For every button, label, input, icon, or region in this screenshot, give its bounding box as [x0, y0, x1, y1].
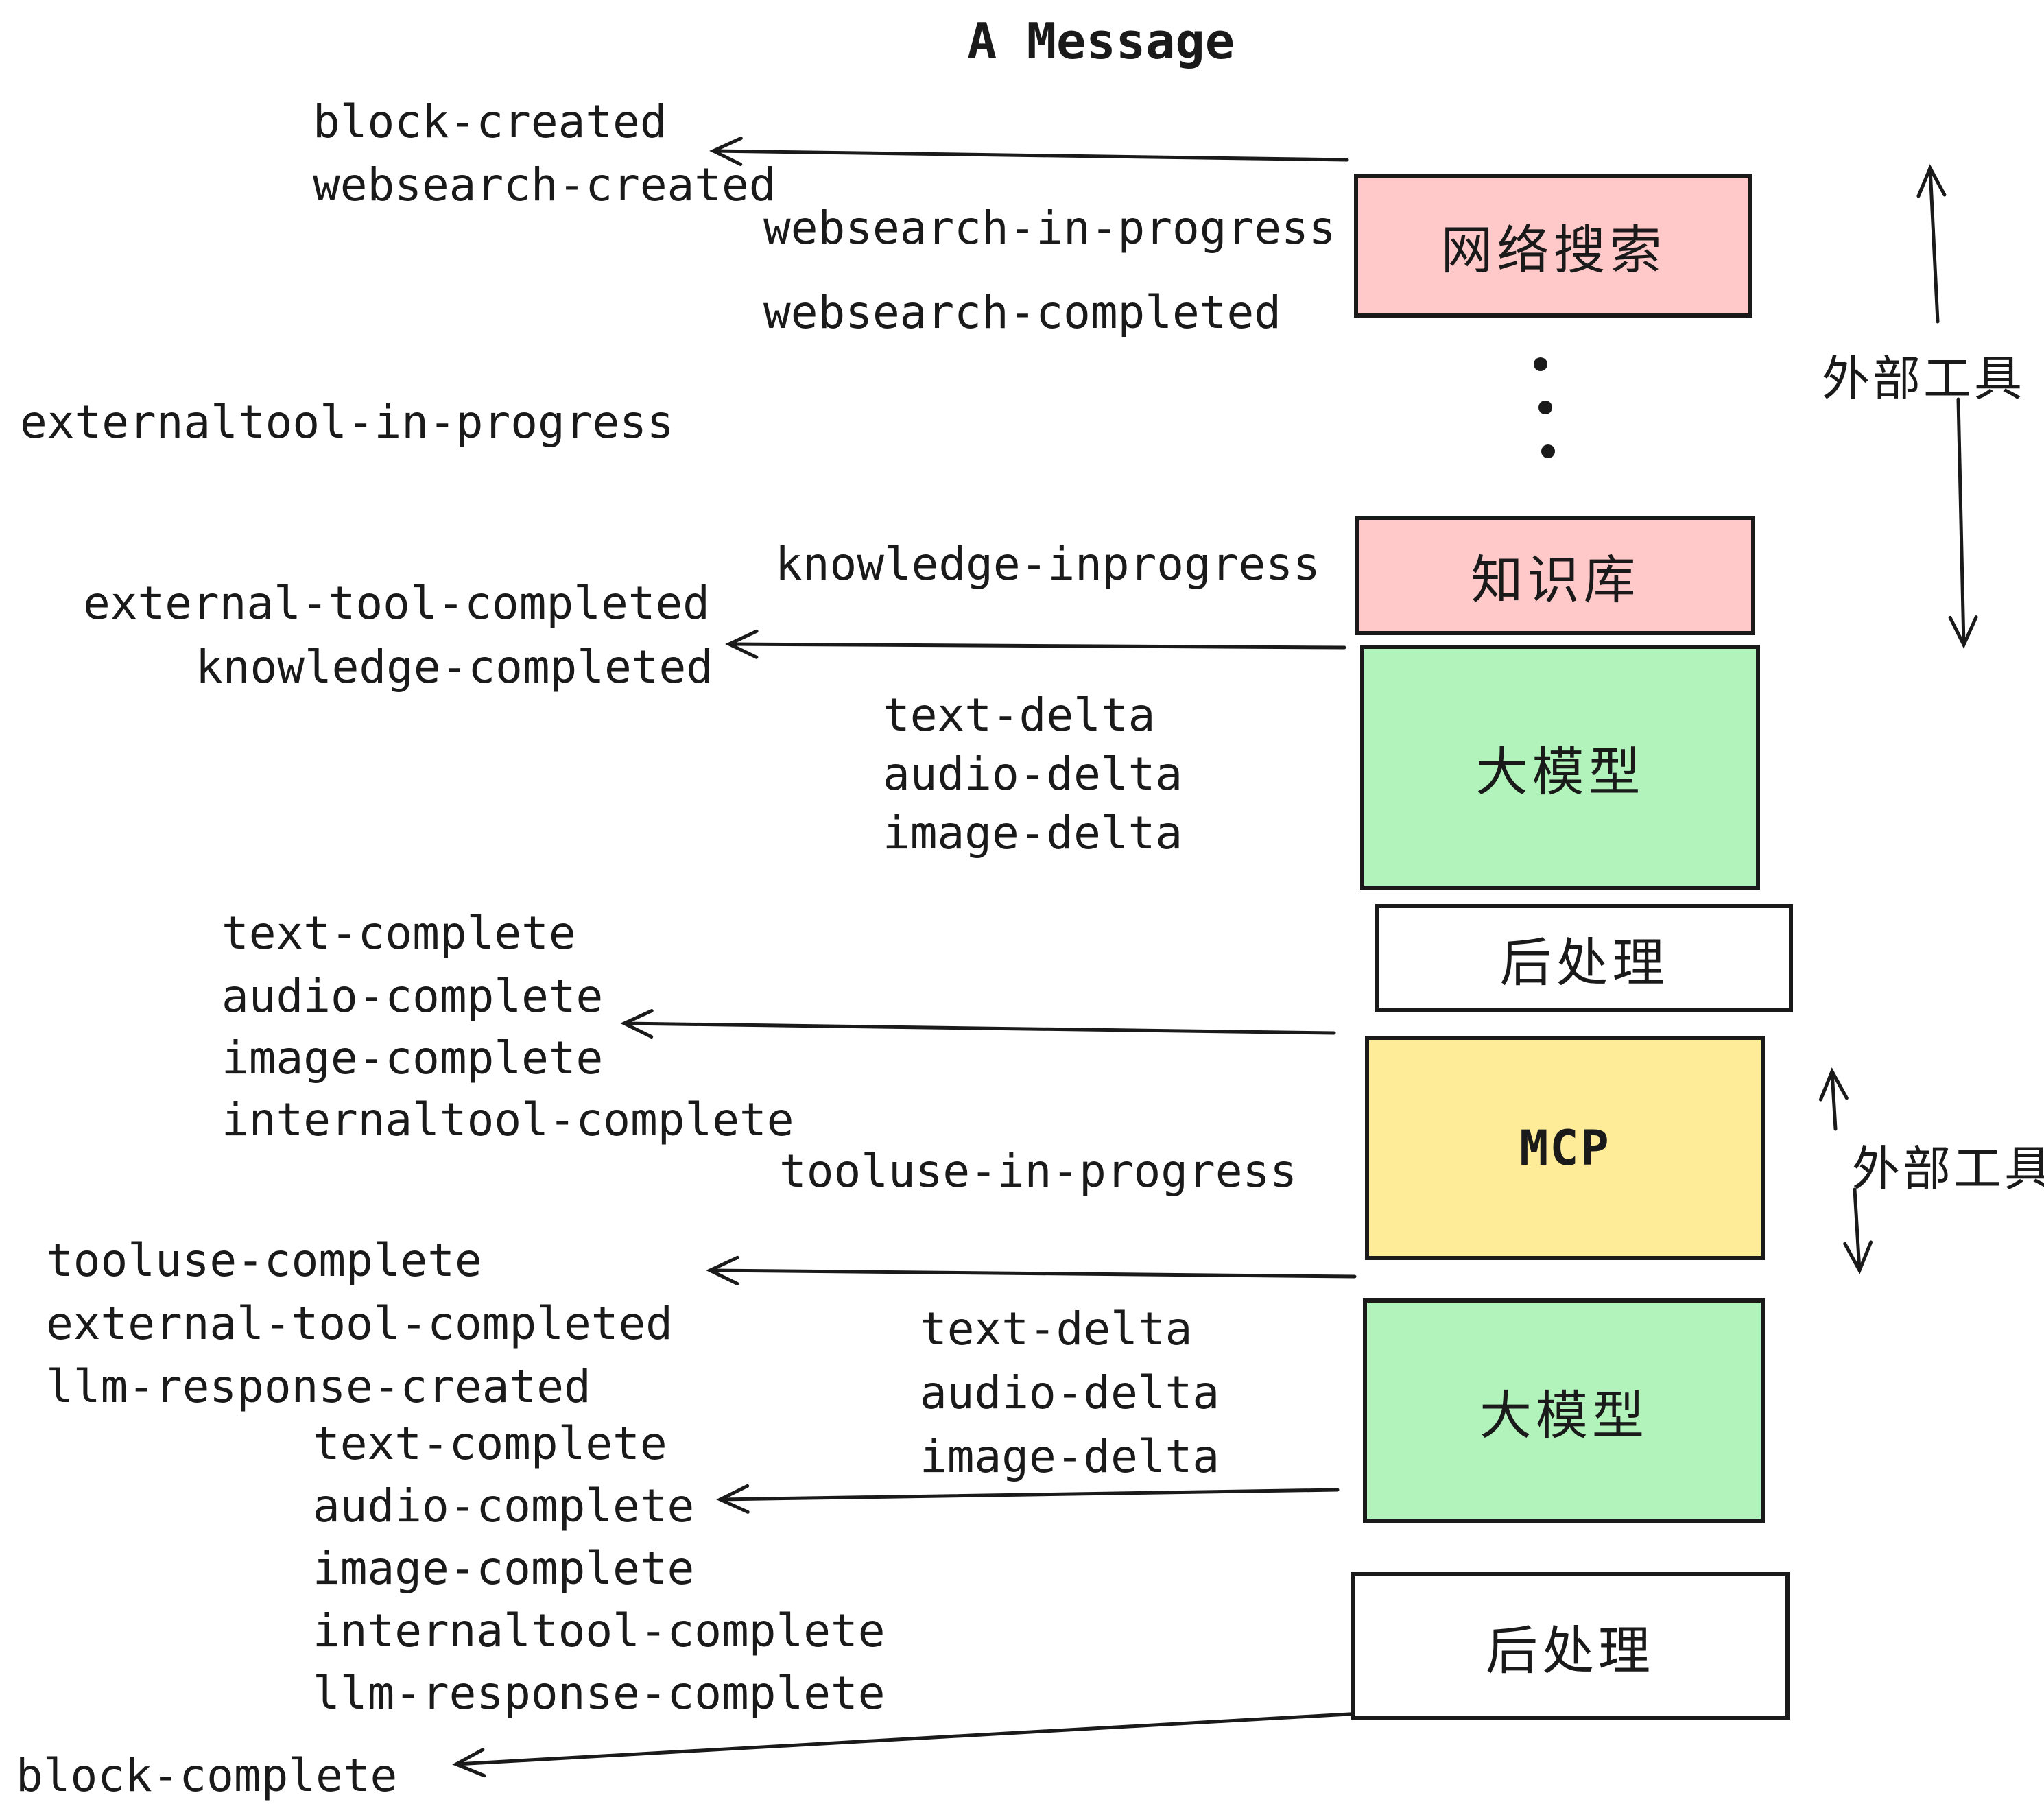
event-label-external-tool-completed-2: external-tool-completed [46, 1297, 673, 1350]
event-label-image-delta-1: image-delta [883, 807, 1183, 859]
event-label-websearch-in-progress: websearch-in-progress [763, 202, 1336, 254]
vertical-ellipsis-icon [1538, 401, 1552, 414]
vertical-ellipsis-icon [1534, 357, 1547, 371]
event-label-external-tool-completed: external-tool-completed [83, 577, 710, 630]
node-post-processing-2-label: 后处理 [1486, 1622, 1654, 1681]
arrow-to-image-complete [620, 1009, 1336, 1039]
event-label-websearch-completed: websearch-completed [763, 286, 1281, 339]
event-label-block-created: block-created [313, 95, 667, 148]
node-knowledge-label: 知识库 [1471, 551, 1640, 610]
node-knowledge: 知识库 [1355, 516, 1755, 635]
event-label-text-complete-1: text-complete [222, 907, 576, 960]
event-label-knowledge-completed: knowledge-completed [195, 641, 713, 693]
vertical-ellipsis-icon [1541, 444, 1555, 458]
event-label-image-complete-2: image-complete [313, 1542, 695, 1595]
node-llm-1-label: 大模型 [1475, 743, 1645, 802]
arrow-to-audio-complete [716, 1484, 1340, 1514]
node-post-processing-2: 后处理 [1351, 1572, 1790, 1720]
external-tools-top-down-arrow [1948, 397, 1978, 649]
node-websearch-label: 网络搜索 [1440, 222, 1666, 280]
arrow-to-block-created [709, 137, 1349, 167]
event-label-internaltool-complete-1: internaltool-complete [222, 1093, 794, 1146]
node-post-processing-1: 后处理 [1375, 904, 1793, 1012]
arrow-to-tooluse-complete [706, 1255, 1357, 1285]
event-label-llm-response-complete: llm-response-complete [313, 1667, 886, 1720]
node-post-processing-1-label: 后处理 [1499, 934, 1669, 993]
event-label-audio-delta-2: audio-delta [920, 1366, 1220, 1419]
arrow-to-block-complete [452, 1711, 1364, 1778]
event-label-llm-response-created: llm-response-created [46, 1360, 591, 1413]
event-label-websearch-created: websearch-created [313, 158, 776, 211]
diagram-title: A Message [967, 12, 1235, 70]
event-label-image-complete-1: image-complete [222, 1032, 604, 1084]
external-tools-mid-label: 外部工具 [1852, 1142, 2044, 1196]
event-label-knowledge-inprogress: knowledge-inprogress [775, 538, 1320, 591]
event-label-tooluse-in-progress: tooluse-in-progress [779, 1145, 1297, 1198]
external-tools-top-up-arrow [1916, 164, 1947, 324]
external-tools-mid-up-arrow [1818, 1067, 1849, 1131]
node-websearch: 网络搜索 [1354, 174, 1752, 318]
event-label-block-complete: block-complete [16, 1749, 398, 1802]
external-tools-top-label: 外部工具 [1822, 352, 2025, 405]
event-label-audio-complete-1: audio-complete [222, 970, 604, 1023]
event-label-tooluse-complete: tooluse-complete [46, 1234, 482, 1287]
node-llm-2-label: 大模型 [1479, 1386, 1648, 1445]
node-mcp: MCP [1365, 1036, 1765, 1260]
event-label-audio-delta-1: audio-delta [883, 748, 1183, 800]
event-label-internaltool-complete-2: internaltool-complete [313, 1604, 886, 1657]
event-label-image-delta-2: image-delta [920, 1430, 1220, 1483]
event-label-externaltool-in-progress: externaltool-in-progress [20, 396, 674, 449]
event-label-text-delta-1: text-delta [883, 689, 1156, 741]
arrow-to-knowledge-completed [725, 629, 1346, 659]
node-mcp-label: MCP [1519, 1119, 1611, 1176]
event-label-text-delta-2: text-delta [920, 1303, 1193, 1355]
node-llm-1: 大模型 [1360, 645, 1760, 890]
event-label-audio-complete-2: audio-complete [313, 1480, 695, 1532]
external-tools-mid-down-arrow [1843, 1187, 1873, 1274]
node-llm-2: 大模型 [1363, 1298, 1765, 1523]
event-label-text-complete-2: text-complete [313, 1417, 667, 1470]
